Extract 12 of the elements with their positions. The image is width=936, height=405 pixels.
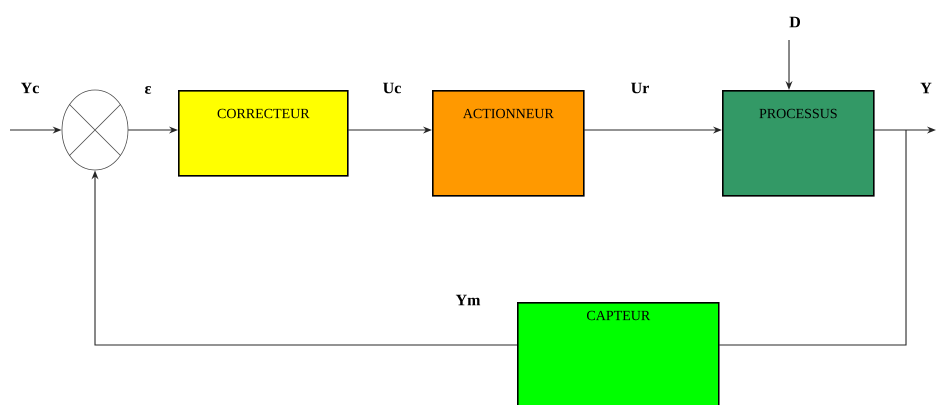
edge-label: Y [920,82,932,94]
process-box: CAPTEUR [517,302,720,405]
edge-label: Yc [20,82,39,94]
process-box: PROCESSUS [722,90,875,197]
edge-label: Ym [456,294,480,306]
edge-label: D [790,16,800,28]
process-box: CORRECTEUR [178,90,349,177]
process-box: ACTIONNEUR [432,90,585,197]
edge-label: Ur [631,82,649,94]
summing-junction [62,90,128,170]
edge-label: ε [145,86,152,94]
edge-label: Uc [383,82,401,94]
